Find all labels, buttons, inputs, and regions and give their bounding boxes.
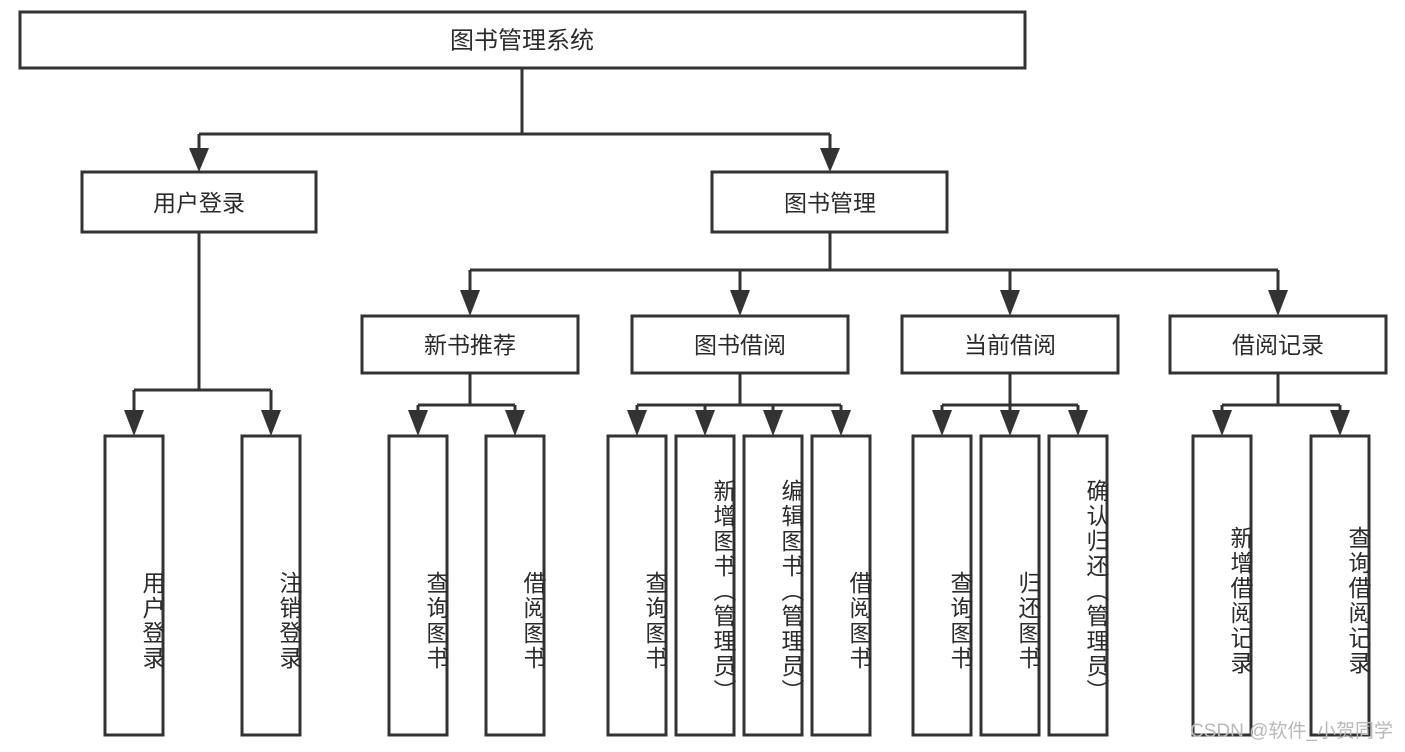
leaf-box-11[interactable] [1047, 434, 1109, 737]
leaf-box-6[interactable] [674, 434, 736, 737]
node-current-borrow[interactable]: 当前借阅 [900, 314, 1120, 375]
node-borrow-record-label: 借阅记录 [1232, 332, 1324, 358]
node-book-borrow[interactable]: 图书借阅 [630, 314, 850, 375]
node-new-book-recommend-box[interactable] [360, 314, 580, 375]
arrow-head-to-current-borrow [1000, 290, 1020, 316]
leaf-box-10[interactable] [979, 434, 1041, 737]
connectors-book-manage-to-level2 [460, 232, 1288, 316]
node-book-manage-box[interactable] [710, 170, 949, 234]
connectors-new-book-rec-subtree [408, 373, 525, 436]
node-user-login-box[interactable] [80, 170, 318, 234]
arrow-head-leaf-9 [932, 410, 952, 436]
arrow-head-leaf-4 [505, 410, 525, 436]
arrow-head-leaf-5 [627, 410, 647, 436]
node-root[interactable]: 图书管理系统 [18, 10, 1027, 70]
node-borrow-record-box[interactable] [1168, 314, 1388, 375]
connectors-current-borrow-subtree [932, 373, 1088, 436]
node-book-borrow-label: 图书借阅 [694, 332, 786, 358]
node-user-login-label: 用户登录 [153, 190, 245, 216]
arrow-head-leaf-1 [124, 410, 144, 436]
node-current-borrow-box[interactable] [900, 314, 1120, 375]
node-book-manage-label: 图书管理 [784, 190, 876, 216]
leaf-box-4[interactable] [484, 434, 546, 737]
leaf-boxes [103, 434, 1371, 737]
arrow-head-to-book-manage [820, 148, 840, 172]
arrow-head-leaf-2 [261, 410, 281, 436]
leaf-box-12[interactable] [1191, 434, 1253, 737]
leaf-box-5[interactable] [606, 434, 668, 737]
connectors-book-borrow-subtree [627, 373, 851, 436]
leaf-box-9[interactable] [911, 434, 973, 737]
arrow-head-leaf-7 [763, 410, 783, 436]
node-book-manage[interactable]: 图书管理 [710, 170, 949, 234]
arrow-head-leaf-8 [831, 410, 851, 436]
connectors-root-to-level1 [189, 68, 840, 172]
arrow-head-leaf-13 [1330, 410, 1350, 436]
arrow-head-to-user-login [189, 148, 209, 172]
arrow-head-to-book-borrow [730, 290, 750, 316]
node-root-box[interactable] [18, 10, 1027, 70]
leaf-box-1[interactable] [103, 434, 165, 737]
node-borrow-record[interactable]: 借阅记录 [1168, 314, 1388, 375]
node-current-borrow-label: 当前借阅 [964, 332, 1056, 358]
node-new-book-recommend[interactable]: 新书推荐 [360, 314, 580, 375]
node-new-book-recommend-label: 新书推荐 [424, 332, 516, 358]
csdn-watermark: CSDN @软件_小贺同学 [1190, 721, 1393, 742]
leaf-box-2[interactable] [240, 434, 302, 737]
arrow-head-leaf-11 [1068, 410, 1088, 436]
node-book-borrow-box[interactable] [630, 314, 850, 375]
arrow-head-leaf-3 [408, 410, 428, 436]
connectors-user-login-subtree [124, 232, 281, 436]
arrow-head-to-borrow-record [1268, 290, 1288, 316]
leaf-box-7[interactable] [742, 434, 804, 737]
leaf-box-13[interactable] [1309, 434, 1371, 737]
leaf-box-3[interactable] [387, 434, 449, 737]
arrow-head-leaf-12 [1212, 410, 1232, 436]
arrow-head-leaf-10 [1000, 410, 1020, 436]
node-user-login[interactable]: 用户登录 [80, 170, 318, 234]
connectors-borrow-record-subtree [1212, 373, 1350, 436]
leaf-box-8[interactable] [810, 434, 872, 737]
arrow-head-to-new-book-rec [460, 290, 480, 316]
node-root-label: 图书管理系统 [450, 28, 594, 55]
arrow-head-leaf-6 [695, 410, 715, 436]
